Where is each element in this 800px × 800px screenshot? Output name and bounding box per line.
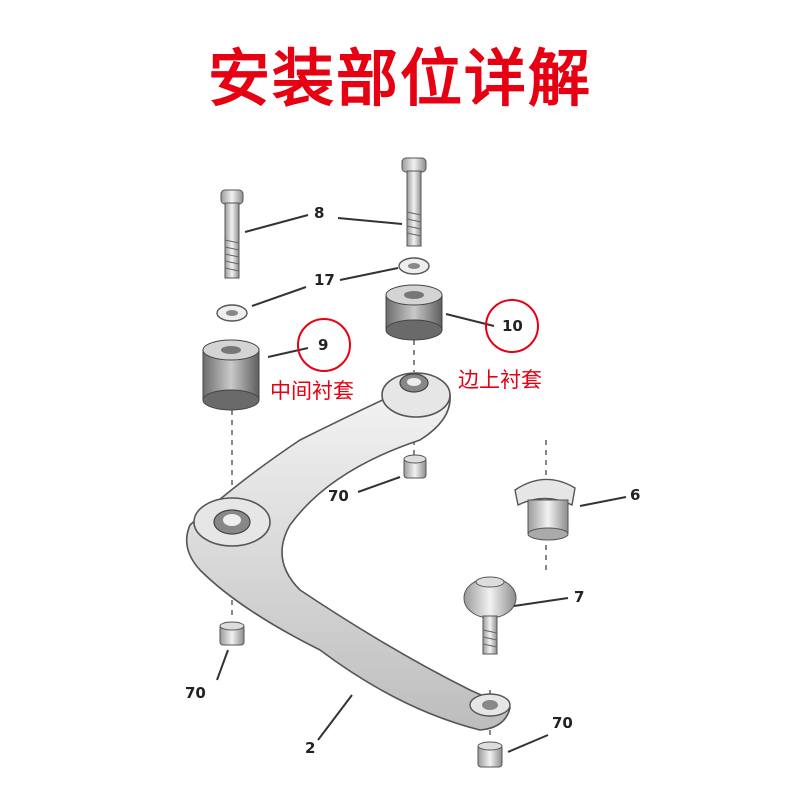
bushing-edge [385,284,443,341]
label-ball-joint: 7 [574,588,585,606]
label-washer: 17 [314,271,335,289]
bolt-left [220,189,244,279]
callout-circle-9 [297,318,351,372]
caption-middle-bushing: 中间衬套 [270,379,354,403]
label-nut-right: 70 [552,714,573,732]
nut-right [477,741,503,768]
label-clip: 6 [630,486,641,504]
control-arm [185,372,511,731]
label-arm: 2 [305,739,316,757]
bushing-middle [202,339,260,411]
label-bushing-middle: 9 [318,336,329,354]
label-nut-upper: 70 [328,487,349,505]
label-bolt: 8 [314,204,325,222]
label-nut-left: 70 [185,684,206,702]
ball-joint [463,576,517,655]
callout-circle-10 [485,299,539,353]
nut-upper [403,454,427,479]
nut-left [219,621,245,646]
caption-edge-bushing: 边上衬套 [458,368,542,392]
clip [514,478,576,541]
page-title: 安装部位详解 [207,42,592,115]
label-bushing-edge: 10 [502,317,523,335]
bolt-right [401,157,427,247]
leader-lines [216,214,627,753]
